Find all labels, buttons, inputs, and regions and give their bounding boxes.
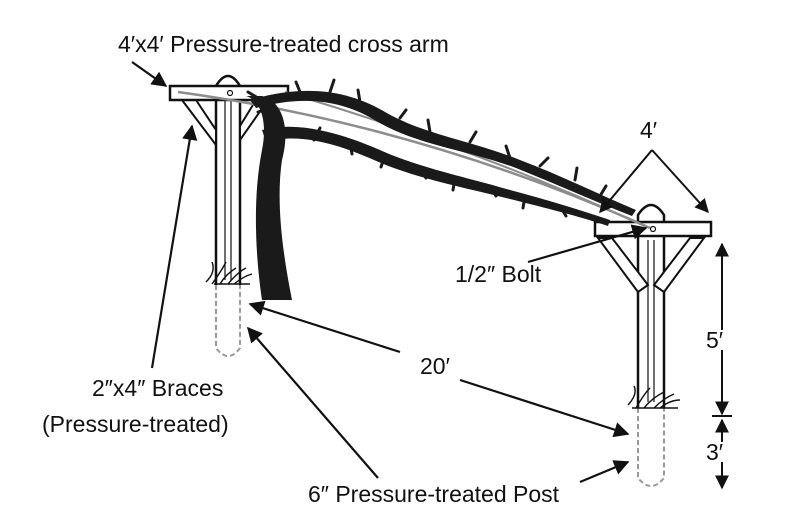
post-arrow-right xyxy=(579,460,630,484)
braces-arrow xyxy=(150,124,198,369)
cross-arm-arrow xyxy=(131,61,168,87)
height-dimensions xyxy=(712,242,732,490)
bolt-arrow xyxy=(527,224,648,264)
grass-left xyxy=(205,261,253,285)
depth-below-ground-label: 3′ xyxy=(706,439,723,465)
right-braces xyxy=(596,237,706,294)
callout-arrows xyxy=(131,61,648,484)
post-spacing-label: 20′ xyxy=(420,353,450,379)
cross-arm-label: 4′x4′ Pressure-treated cross arm xyxy=(118,31,449,57)
spacing-arrow-right xyxy=(459,378,630,438)
braces-label-line2: (Pressure-treated) xyxy=(42,411,229,437)
left-post xyxy=(214,74,242,357)
grape-vine xyxy=(246,78,636,300)
grass-right xyxy=(627,385,681,409)
bolt-label: 1/2″ Bolt xyxy=(455,261,542,287)
spacing-arrow-left xyxy=(248,300,401,354)
arm-width-dimension xyxy=(599,149,709,214)
right-post xyxy=(636,203,666,487)
post-label: 6″ Pressure-treated Post xyxy=(308,481,560,507)
height-above-ground-label: 5′ xyxy=(706,327,723,353)
arm-width-label: 4′ xyxy=(640,117,657,143)
post-arrow-left xyxy=(246,326,379,479)
right-cross-arm xyxy=(593,220,713,238)
braces-label-line1: 2″x4″ Braces xyxy=(92,375,223,401)
